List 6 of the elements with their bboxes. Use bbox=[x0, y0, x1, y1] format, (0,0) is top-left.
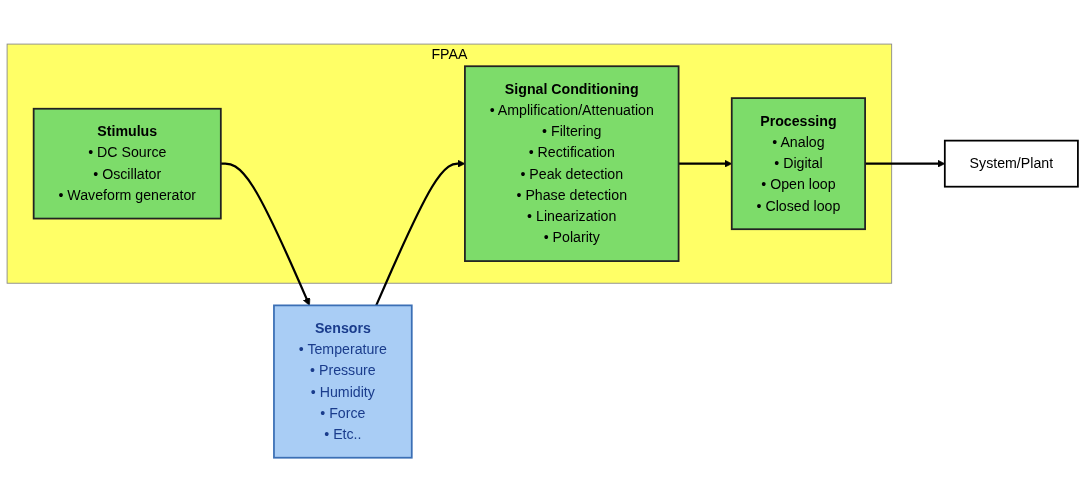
node-box: Sensors • Temperature • Pressure • Humidity • Force • Etc.. bbox=[273, 304, 413, 459]
node-box: Signal Conditioning • Amplification/Attenuation • Filtering • Rectification • Peak detection • Phase detection • Linearization • Polarity bbox=[464, 64, 680, 262]
arrow bbox=[220, 162, 311, 306]
node-box: Processing • Analog • Digital • Open loop • Closed loop bbox=[730, 96, 866, 230]
node-box: Stimulus • DC Source • Oscillator • Waveform generator bbox=[32, 107, 222, 220]
node-box: System/Plant bbox=[943, 139, 1079, 188]
